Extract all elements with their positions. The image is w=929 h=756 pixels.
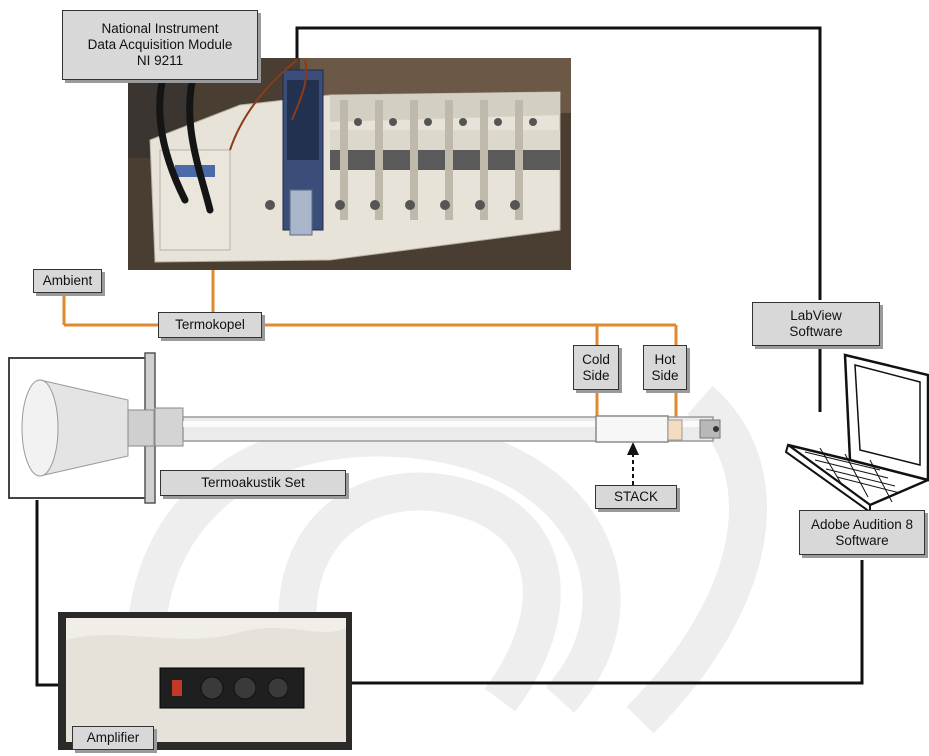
labview-label: LabView Software (752, 302, 880, 346)
adobe-audition-label-line-1: Adobe Audition 8 (811, 517, 913, 533)
labview-label-line-1: LabView (790, 308, 842, 324)
ni-module-label-line-1: National Instrument (101, 21, 218, 37)
ambient-label: Ambient (33, 269, 102, 293)
amplifier-label: Amplifier (72, 726, 154, 750)
ambient-label-text: Ambient (43, 273, 93, 289)
termoakustik-set-label: Termoakustik Set (160, 470, 346, 496)
hot-side-label: Hot Side (643, 345, 687, 390)
amplifier-label-text: Amplifier (87, 730, 140, 746)
ni-module-label-line-2: Data Acquisition Module (88, 37, 233, 53)
termokopel-label: Termokopel (158, 312, 262, 338)
hot-side-label-line-1: Hot (654, 352, 675, 368)
cold-side-label-line-2: Side (582, 368, 609, 384)
termoakustik-set-label-text: Termoakustik Set (201, 475, 305, 491)
cold-side-label: Cold Side (573, 345, 619, 390)
stack-label-text: STACK (614, 489, 658, 505)
termokopel-label-text: Termokopel (175, 317, 245, 333)
adobe-audition-label: Adobe Audition 8 Software (799, 510, 925, 555)
stack-label: STACK (595, 485, 677, 509)
labview-label-line-2: Software (789, 324, 842, 340)
cold-side-label-line-1: Cold (582, 352, 610, 368)
hot-side-label-line-2: Side (651, 368, 678, 384)
adobe-audition-label-line-2: Software (835, 533, 888, 549)
ni-module-label-line-3: NI 9211 (137, 53, 183, 69)
ni-module-label: National Instrument Data Acquisition Mod… (62, 10, 258, 80)
